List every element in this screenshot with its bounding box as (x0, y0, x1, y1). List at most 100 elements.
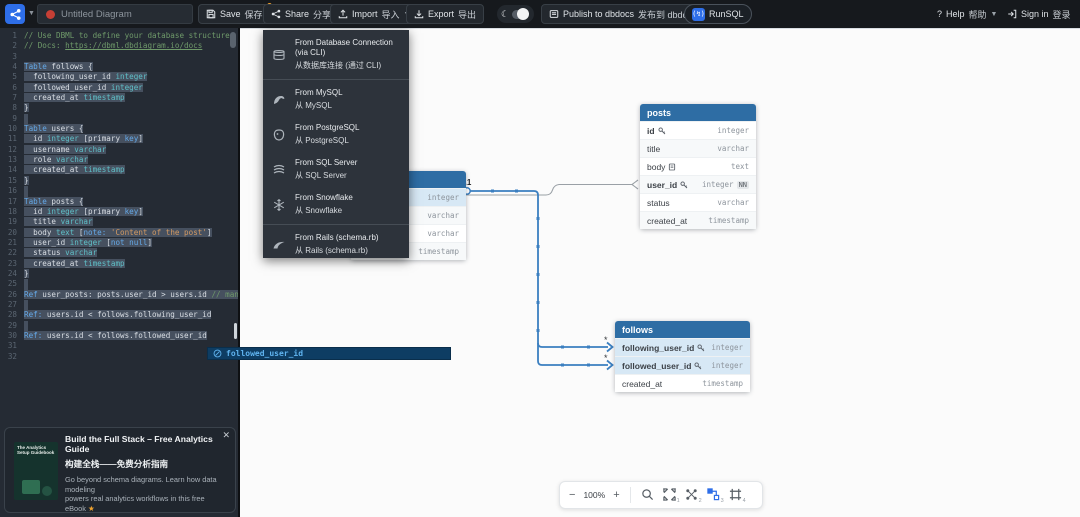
dark-mode-toggle[interactable]: ☾ (497, 5, 534, 23)
code-line[interactable]: 22 status varchar (0, 248, 238, 258)
menu-label-zh: 从 MySQL (295, 101, 332, 110)
field-type: varchar (717, 198, 749, 207)
code-text (24, 279, 28, 290)
highlight-mode-button[interactable]: 3 (706, 488, 724, 504)
menu-label-en: From SQL Server (295, 158, 358, 167)
relation-user-posts[interactable] (466, 183, 632, 196)
code-line[interactable]: 1// Use DBML to define your database str… (0, 31, 238, 41)
code-line[interactable]: 7 created_at timestamp (0, 93, 238, 103)
editor-scrollbar-thumb[interactable] (234, 323, 237, 339)
import-menu-item-from-rails-schema-rb[interactable]: From Rails (schema.rb)从 Rails (schema.rb… (263, 227, 409, 262)
close-icon[interactable]: ✕ (222, 430, 230, 440)
code-line[interactable]: 20 body text [note: 'Content of the post… (0, 227, 238, 238)
field-type: timestamp (702, 379, 743, 388)
code-line[interactable]: 8} (0, 103, 238, 113)
zoom-out-button[interactable]: − (569, 488, 576, 501)
sqlserver-icon (273, 164, 285, 174)
code-line[interactable]: 18 id integer [primary key] (0, 206, 238, 217)
save-button[interactable]: Save 保存 (198, 2, 273, 24)
app-logo-icon[interactable] (5, 4, 25, 24)
table-header-follows[interactable]: follows (615, 321, 750, 338)
promo-banner[interactable]: ✕ The Analytics Setup Guidebook Build th… (4, 427, 236, 513)
zoom-in-button[interactable]: + (613, 488, 620, 501)
auto-arrange-button[interactable]: 2 (685, 488, 702, 504)
relation-follows-selected[interactable] (470, 190, 614, 371)
export-button[interactable]: Export 导出 (406, 4, 485, 24)
code-line[interactable]: 11 id integer [primary key] (0, 134, 238, 144)
menu-label-zh: 从数据库连接 (通过 CLI) (295, 61, 382, 70)
code-line[interactable]: 23 created_at timestamp (0, 258, 238, 269)
share-button[interactable]: Share 分享 (263, 4, 340, 24)
zoom-level[interactable]: 100% (583, 490, 606, 500)
line-number: 4 (12, 62, 17, 72)
code-text (24, 299, 28, 311)
frame-tool-button[interactable]: 4 (729, 488, 746, 504)
logo-caret-icon[interactable]: ▼ (28, 10, 35, 17)
runsql-button[interactable]: (↯) RunSQL (684, 4, 752, 24)
code-line[interactable]: 15} (0, 175, 238, 186)
code-line[interactable]: 19 title varchar (0, 217, 238, 227)
import-menu-item-from-database-connection-via-cli[interactable]: From Database Connection (via CLI)从数据库连接… (263, 32, 409, 77)
code-line[interactable]: 29 (0, 320, 238, 331)
diagram-canvas[interactable]: 0..1 * * usersidintegerusernamevarcharro… (240, 28, 1080, 517)
publish-dbdocs-button[interactable]: Publish to dbdocs 发布到 dbdocs (541, 4, 705, 24)
code-line[interactable]: 9 (0, 113, 238, 125)
code-line[interactable]: 14 created_at timestamp (0, 165, 238, 175)
line-number: 32 (7, 351, 17, 361)
signin-button[interactable]: Sign in 登录 (1000, 4, 1078, 24)
line-number: 18 (7, 206, 17, 216)
many-label-2: * (604, 353, 608, 363)
code-line[interactable]: 25 (0, 279, 238, 290)
code-line[interactable]: 5 following_user_id integer (0, 72, 238, 82)
relation-vertex-dots[interactable] (491, 189, 590, 367)
code-text: // Docs: https://dbml.dbdiagram.io/docs (24, 41, 203, 51)
help-button[interactable]: ? Help 帮助 ▼ (937, 9, 998, 20)
code-line[interactable]: 12 username varchar (0, 144, 238, 155)
field-name: user_id (647, 179, 678, 190)
toggle-track (512, 8, 530, 20)
code-text: created_at timestamp (24, 165, 125, 175)
code-line[interactable]: 31 (0, 341, 238, 351)
table-header-posts[interactable]: posts (640, 104, 756, 121)
line-number: 9 (12, 113, 17, 123)
snowflake-icon (273, 198, 285, 211)
import-button[interactable]: Import 导入 ▼ (330, 4, 419, 24)
code-line[interactable]: 27 (0, 299, 238, 311)
editor-scrollbar[interactable] (230, 32, 236, 48)
code-line[interactable]: 2// Docs: https://dbml.dbdiagram.io/docs (0, 41, 238, 51)
highlight-mode-icon (706, 488, 719, 501)
unsaved-status-icon (46, 9, 55, 19)
code-line[interactable]: 24} (0, 268, 238, 279)
code-line[interactable]: 3 (0, 52, 238, 62)
diagram-title-input[interactable]: Untitled Diagram (37, 4, 193, 24)
code-line[interactable]: 13 role varchar (0, 155, 238, 165)
code-line[interactable]: 32 (0, 352, 238, 362)
code-line[interactable]: 6 followed_user_id integer (0, 82, 238, 93)
zoom-search-button[interactable] (641, 488, 655, 502)
share-icon (271, 9, 281, 19)
fit-to-screen-button[interactable]: 1 (662, 488, 680, 504)
code-line[interactable]: 16 (0, 186, 238, 197)
code-line[interactable]: 21 user_id integer [not null] (0, 237, 238, 248)
